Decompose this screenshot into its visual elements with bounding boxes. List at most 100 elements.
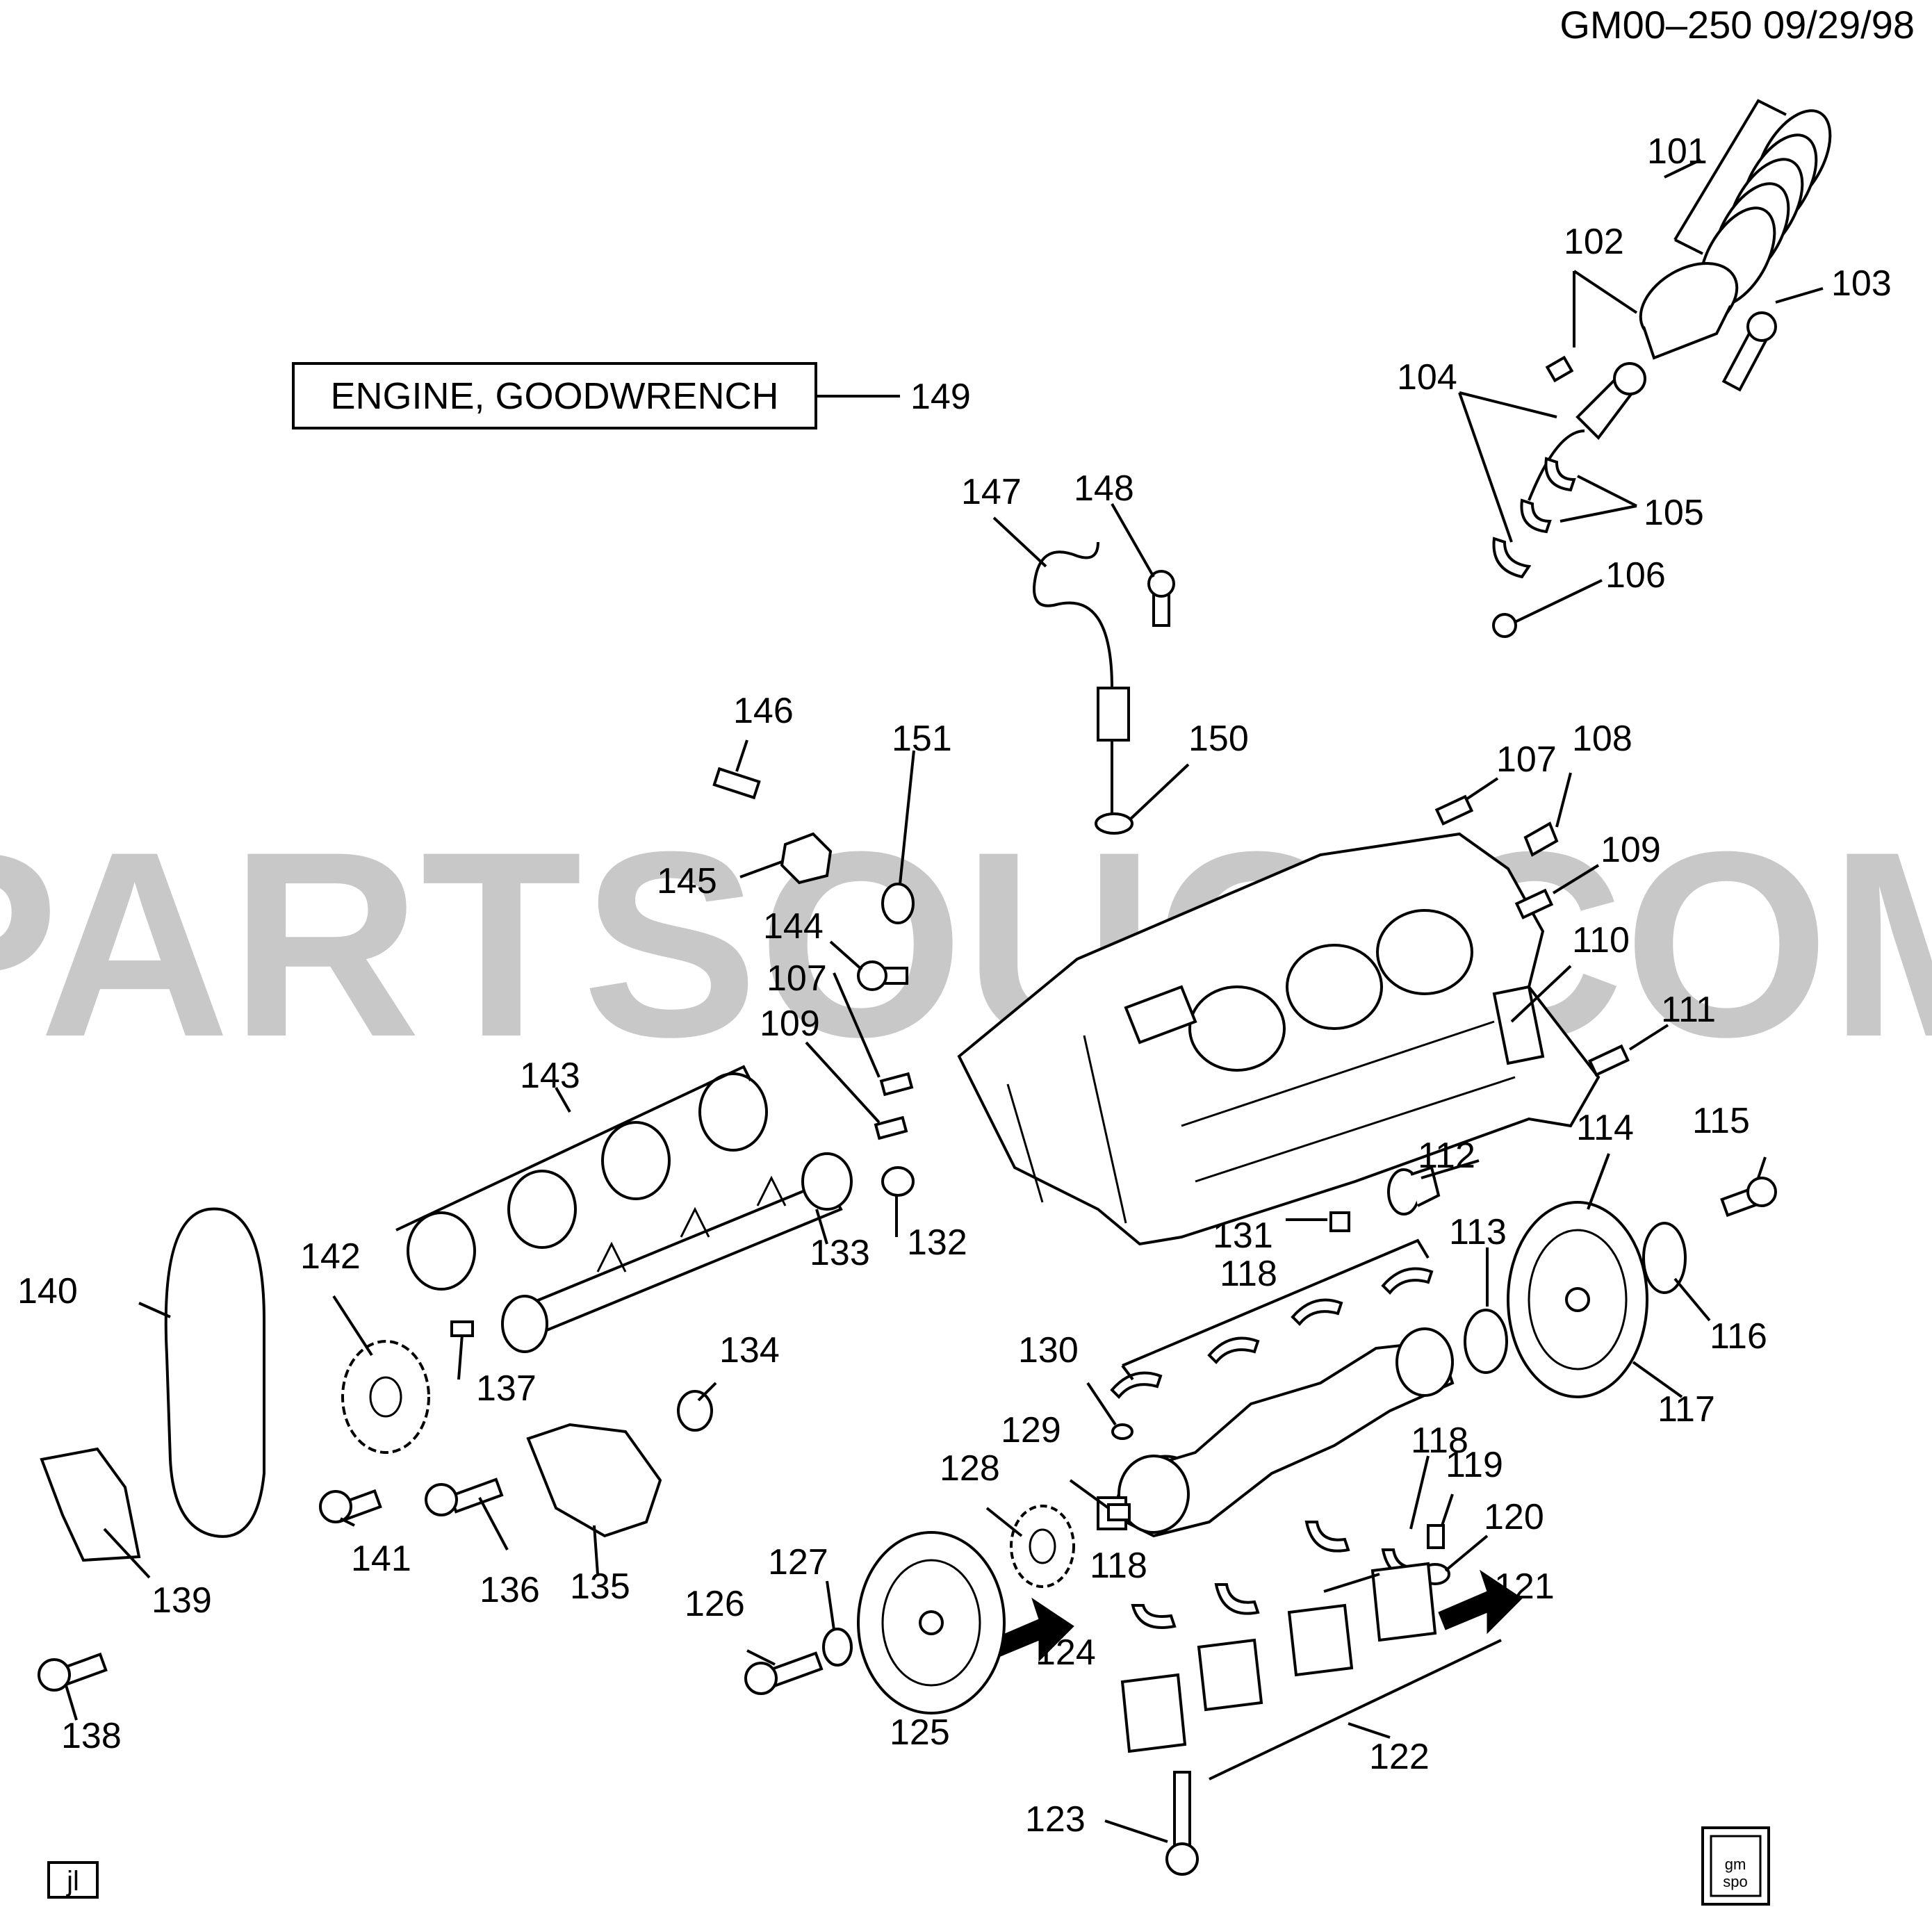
pin-111-part [1588, 1044, 1630, 1077]
callout-labels: 101 102 103 104 105 106 107 108 109 110 … [17, 131, 1892, 1840]
cam-bearings-part [395, 1065, 768, 1291]
chain-dampener-part [40, 1447, 141, 1562]
timing-chain-part [164, 1207, 265, 1538]
callout-128: 128 [940, 1448, 1000, 1489]
callout-117: 117 [1657, 1389, 1715, 1430]
stud-109-lower-part [874, 1115, 908, 1140]
piston-part [1545, 262, 1739, 383]
sensor-145-part [780, 832, 833, 885]
callout-123: 123 [1025, 1799, 1086, 1840]
callout-146: 146 [733, 691, 794, 731]
callout-144: 144 [763, 906, 824, 947]
rod-bearings-part [1492, 457, 1576, 579]
stud-109-upper-part [1514, 888, 1554, 919]
callout-118c: 118 [1090, 1546, 1147, 1586]
callout-109b: 109 [760, 1004, 820, 1044]
crankshaft-part [1097, 1327, 1455, 1538]
reinforcement-116-part [1642, 1222, 1687, 1294]
callout-120: 120 [1484, 1497, 1544, 1537]
callout-118a: 118 [1220, 1254, 1277, 1294]
callout-119: 119 [1446, 1445, 1503, 1485]
callout-105: 105 [1644, 493, 1704, 533]
callout-104: 104 [1397, 357, 1457, 398]
cam-sprocket-part [341, 1340, 430, 1454]
callout-107b: 107 [767, 958, 827, 999]
oring-151-part [881, 883, 915, 924]
callout-110: 110 [1572, 920, 1630, 960]
callout-126: 126 [685, 1584, 745, 1624]
flywheel-part [1507, 1201, 1648, 1398]
callout-114: 114 [1576, 1108, 1634, 1148]
callout-124: 124 [1035, 1632, 1096, 1673]
oring-150-part [1095, 812, 1133, 835]
callout-108: 108 [1572, 719, 1632, 759]
callout-106: 106 [1605, 555, 1666, 596]
diagram-header: GM00–250 09/29/98 [1559, 3, 1915, 47]
connecting-rod-part [1528, 362, 1646, 501]
callout-122: 122 [1369, 1737, 1430, 1777]
callout-111: 111 [1661, 990, 1716, 1030]
bearing-caps-part [1120, 1562, 1502, 1781]
callout-102: 102 [1564, 222, 1624, 262]
key-129-part [1107, 1503, 1131, 1521]
callout-138: 138 [61, 1716, 122, 1756]
callout-103: 103 [1831, 263, 1892, 304]
title-ref-number: 149 [910, 377, 971, 417]
callout-129: 129 [1001, 1410, 1061, 1450]
piston-rings-part [1673, 99, 1832, 308]
stud-107-lower-part [879, 1072, 914, 1097]
callout-137: 137 [476, 1368, 537, 1409]
callout-121: 121 [1494, 1566, 1555, 1607]
bolt-123-part [1165, 1771, 1199, 1876]
logo-bottom-text: spo [1723, 1873, 1747, 1890]
callout-113: 113 [1449, 1212, 1507, 1252]
callout-118b: 118 [1411, 1421, 1468, 1461]
engine-block-part [957, 832, 1601, 1246]
callout-136: 136 [480, 1570, 540, 1610]
callout-140: 140 [17, 1271, 78, 1311]
callout-107a: 107 [1496, 739, 1557, 780]
plug-132-part [881, 1166, 915, 1197]
callout-109a: 109 [1601, 830, 1661, 870]
callout-115: 115 [1692, 1101, 1750, 1141]
callout-125: 125 [890, 1712, 950, 1753]
logo-top-text: gm [1725, 1856, 1746, 1873]
plug-108-part [1523, 821, 1559, 857]
thrust-washer-134-part [677, 1390, 713, 1432]
pin-137-part [450, 1320, 474, 1337]
camshaft-part [501, 1152, 853, 1353]
pin-119-part [1427, 1524, 1445, 1549]
callout-133: 133 [810, 1233, 870, 1273]
rod-nut-part [1492, 613, 1517, 638]
title-box-label: ENGINE, GOODWRENCH [330, 375, 778, 417]
thrust-plate-135-part [526, 1423, 662, 1538]
washer-127-part [822, 1628, 853, 1667]
bolt-146-part [712, 767, 761, 800]
callout-151: 151 [892, 719, 952, 759]
footer-left-tag-text: jl [66, 1866, 79, 1897]
watermark-text: PARTSOUQ.COM [0, 796, 1932, 1092]
callout-139: 139 [152, 1580, 212, 1621]
bolt-115-part [1720, 1177, 1777, 1218]
callout-135: 135 [570, 1566, 630, 1607]
gm-spo-logo: gm spo [1701, 1826, 1770, 1906]
balancer-125-part [857, 1531, 1006, 1714]
bolt-144-part [857, 960, 908, 991]
callout-130: 130 [1018, 1330, 1079, 1370]
plug-131-part [1329, 1211, 1350, 1232]
callout-145: 145 [657, 861, 717, 901]
dipstick-tube-part [1033, 541, 1130, 742]
leader-lines [65, 158, 1824, 1843]
bolt-141-part [319, 1489, 382, 1523]
callout-134: 134 [719, 1330, 780, 1370]
bolt-136-part [425, 1478, 504, 1516]
bolt-126-part [744, 1651, 824, 1695]
callout-148: 148 [1074, 468, 1134, 509]
callout-147: 147 [961, 472, 1022, 512]
bolt-103-part [1721, 311, 1777, 392]
callout-141: 141 [351, 1539, 411, 1579]
callout-143: 143 [520, 1056, 580, 1096]
callout-131: 131 [1213, 1216, 1273, 1256]
bolt-148-part [1147, 570, 1175, 627]
